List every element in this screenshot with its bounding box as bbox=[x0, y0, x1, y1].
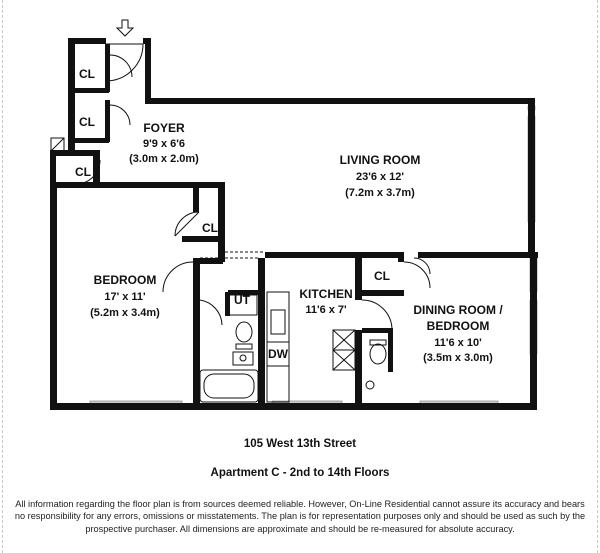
address: 105 West 13th Street bbox=[243, 438, 357, 450]
closet2-right-wall bbox=[105, 100, 110, 142]
dining-bath-toilet bbox=[369, 343, 387, 365]
dining-dim-metric: (3.5m x 3.0m) bbox=[423, 352, 493, 364]
hall-top-wall bbox=[100, 182, 225, 188]
bedroom-left-wall bbox=[50, 182, 57, 410]
floor-plan: CL CL CL CL CL UT DW FOYER 9'9 x 6'6 (3.… bbox=[50, 19, 538, 410]
closet-label-bedroom: CL bbox=[202, 221, 218, 235]
bedroom-door bbox=[162, 261, 194, 293]
bath-door bbox=[199, 299, 223, 326]
bottom-wall bbox=[50, 403, 537, 410]
foyer-left-wall bbox=[68, 38, 75, 156]
dining-bath-top bbox=[362, 328, 392, 333]
hall-opening bbox=[200, 251, 265, 259]
closet-label-dining: CL bbox=[374, 269, 390, 283]
down-arrow-icon bbox=[115, 19, 135, 37]
living-dim-metric: (7.2m x 3.7m) bbox=[345, 187, 415, 199]
kitchen-right-wall-bottom bbox=[355, 330, 362, 405]
bedroom-top-wall-left bbox=[50, 182, 100, 188]
living-right-wall bbox=[528, 98, 535, 258]
closet-side-wall bbox=[93, 150, 100, 188]
closet-label-2: CL bbox=[79, 115, 95, 129]
dining-closet-bottom bbox=[362, 290, 404, 296]
closet1-door bbox=[109, 54, 133, 78]
bedroom-closet-right-wall bbox=[218, 182, 225, 262]
kitchen-top-wall bbox=[265, 252, 360, 258]
corner-shaft bbox=[50, 137, 65, 152]
dining-top-wall bbox=[418, 252, 533, 258]
dining-door bbox=[361, 299, 393, 331]
living-top-wall bbox=[145, 98, 535, 104]
dining-bath-sink bbox=[365, 380, 375, 390]
dining-right-wall bbox=[530, 252, 537, 410]
bedroom-dim-imperial: 17' x 11' bbox=[104, 291, 146, 303]
ut-left-wall bbox=[225, 292, 230, 316]
utility-label: UT bbox=[234, 293, 251, 307]
right-edge-line bbox=[597, 0, 598, 553]
bedroom-right-wall bbox=[193, 258, 200, 403]
dishwasher-label: DW bbox=[268, 347, 289, 361]
kitchen-right-wall-top bbox=[355, 252, 362, 300]
ut-divider bbox=[228, 290, 258, 295]
room-labels: CL CL CL CL CL UT DW FOYER 9'9 x 6'6 (3.… bbox=[75, 67, 503, 364]
closet1-right-wall bbox=[105, 44, 110, 92]
closet2-door bbox=[109, 104, 131, 126]
closet-divider-2 bbox=[75, 138, 109, 143]
dining-closet-top bbox=[362, 252, 404, 258]
dining-closet-door bbox=[403, 261, 431, 289]
top-wall-left bbox=[68, 38, 106, 44]
closet-divider-1 bbox=[75, 88, 109, 93]
bedroom-closet-bottom bbox=[182, 236, 225, 242]
bedroom-dim-metric: (5.2m x 3.4m) bbox=[90, 307, 160, 319]
entry-door bbox=[105, 43, 144, 82]
dining-dim-imperial: 11'6 x 10' bbox=[434, 337, 482, 349]
utility-box bbox=[228, 294, 258, 316]
bedroom-closet-left-top bbox=[193, 182, 199, 212]
bathtub bbox=[199, 369, 259, 403]
dining-name-line1: DINING ROOM / bbox=[413, 303, 503, 317]
left-edge-line bbox=[2, 0, 3, 553]
foyer-dim-imperial: 9'9 x 6'6 bbox=[143, 138, 185, 150]
foyer-name: FOYER bbox=[143, 121, 185, 135]
bath-sink bbox=[232, 351, 254, 366]
dining-closet-right bbox=[398, 252, 404, 262]
kitchen-sink bbox=[270, 309, 286, 335]
foyer-dim-metric: (3.0m x 2.0m) bbox=[129, 153, 199, 165]
dining-bath-right bbox=[388, 328, 393, 372]
bedroom-closet-door bbox=[174, 211, 200, 237]
closet3-door bbox=[75, 159, 101, 185]
bath-top-wall bbox=[193, 258, 223, 264]
closet3-left-wall bbox=[50, 150, 56, 188]
kitchen-name: KITCHEN bbox=[299, 287, 352, 301]
closet-label-1: CL bbox=[79, 67, 95, 81]
bedroom-name: BEDROOM bbox=[94, 273, 157, 287]
kitchen-dim-imperial: 11'6 x 7' bbox=[305, 304, 347, 316]
foyer-right-wall bbox=[145, 38, 151, 104]
toilet bbox=[235, 321, 253, 343]
living-room-name: LIVING ROOM bbox=[340, 153, 421, 167]
dishwasher bbox=[266, 341, 290, 367]
closet-label-3: CL bbox=[75, 165, 91, 179]
closet3-top-wall bbox=[50, 150, 100, 156]
walls bbox=[50, 38, 538, 410]
fixtures bbox=[50, 43, 431, 405]
living-dim-imperial: 23'6 x 12' bbox=[356, 171, 404, 183]
apartment-title: Apartment C - 2nd to 14th Floors bbox=[210, 467, 390, 479]
dining-name-line2: BEDROOM bbox=[427, 319, 490, 333]
disclaimer: All information regarding the floor plan… bbox=[14, 499, 586, 534]
